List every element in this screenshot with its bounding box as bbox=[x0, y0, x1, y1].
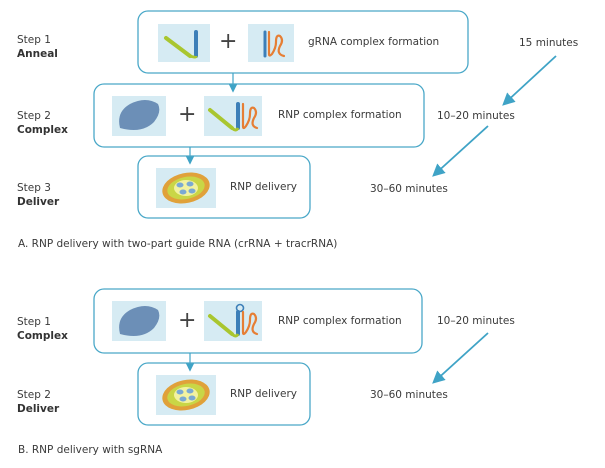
a-step2-time: 10–20 minutes bbox=[437, 110, 515, 122]
b-step2-name: Deliver bbox=[17, 403, 60, 415]
a-step3-box-label: RNP delivery bbox=[230, 181, 297, 193]
b-time-arrow-1 bbox=[432, 332, 489, 384]
cell-icon bbox=[162, 172, 210, 204]
b-step1-box bbox=[93, 288, 423, 354]
a-step1-box bbox=[137, 10, 469, 74]
a-step1-tile-left bbox=[158, 24, 210, 62]
cas9-protein-icon bbox=[119, 100, 160, 130]
b-step2-box-label: RNP delivery bbox=[230, 388, 297, 400]
a-step1-time: 15 minutes bbox=[519, 37, 579, 49]
a-step3-name: Deliver bbox=[17, 196, 60, 208]
a-step3-label: Step 3 Deliver bbox=[17, 181, 59, 209]
a-step1-number: Step 1 bbox=[17, 34, 51, 46]
a-step2-box bbox=[93, 83, 425, 148]
b-step1-plus: + bbox=[178, 308, 197, 333]
a-step1-box-label: gRNA complex formation bbox=[308, 36, 440, 48]
b-cell-icon bbox=[162, 379, 210, 411]
a-time-arrow-2 bbox=[432, 125, 489, 177]
crrna-icon bbox=[164, 30, 198, 59]
grna-complex-icon bbox=[208, 102, 259, 132]
a-step1-plus: + bbox=[219, 29, 238, 54]
b-step2-time: 30–60 minutes bbox=[370, 389, 448, 401]
b-step1-box-label: RNP complex formation bbox=[278, 315, 402, 327]
b-step2-label: Step 2 Deliver bbox=[17, 388, 59, 416]
a-step1-name: Anneal bbox=[17, 48, 58, 60]
b-step2-box bbox=[137, 362, 311, 426]
sgrna-icon bbox=[208, 303, 259, 338]
b-step2-number: Step 2 bbox=[17, 389, 51, 401]
a-step2-number: Step 2 bbox=[17, 110, 51, 122]
b-cas9-protein-icon bbox=[119, 306, 160, 336]
a-step3-number: Step 3 bbox=[17, 182, 51, 194]
a-step2-name: Complex bbox=[17, 124, 68, 136]
a-caption: A. RNP delivery with two-part guide RNA … bbox=[18, 238, 338, 250]
a-step3-box bbox=[137, 155, 311, 219]
a-time-arrow-1 bbox=[502, 55, 557, 106]
tracrrna-icon bbox=[263, 30, 286, 58]
a-step2-box-label: RNP complex formation bbox=[278, 109, 402, 121]
a-step2-label: Step 2 Complex bbox=[17, 109, 68, 137]
a-step2-plus: + bbox=[178, 102, 197, 127]
b-step1-number: Step 1 bbox=[17, 316, 51, 328]
a-step1-label: Step 1 Anneal bbox=[17, 33, 58, 61]
a-step1-tile-right bbox=[248, 24, 294, 62]
b-caption: B. RNP delivery with sgRNA bbox=[18, 444, 163, 456]
b-step1-time: 10–20 minutes bbox=[437, 315, 515, 327]
a-step3-time: 30–60 minutes bbox=[370, 183, 448, 195]
b-step1-name: Complex bbox=[17, 330, 68, 342]
b-step1-label: Step 1 Complex bbox=[17, 315, 68, 343]
